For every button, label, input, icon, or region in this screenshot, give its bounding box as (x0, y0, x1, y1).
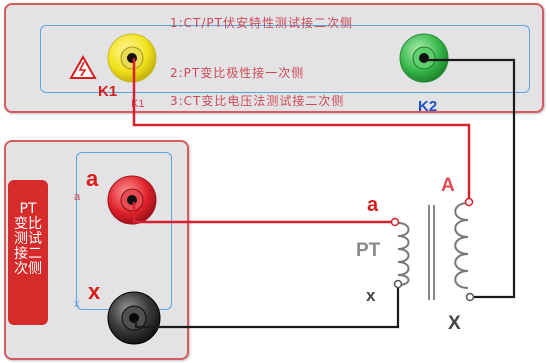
top-terminal-panel (4, 3, 544, 113)
terminal-a-label: a (86, 166, 99, 191)
terminal-x-label: x (88, 279, 101, 304)
transformer-pt-label: PT (356, 240, 381, 261)
instruction-line-3: 3:CT变比电压法测试接二次侧 (170, 94, 345, 108)
top-panel-frame (40, 25, 530, 93)
transformer-symbol (390, 197, 475, 302)
wire-a-to-sec-a (132, 202, 393, 224)
terminal-a-red[interactable] (107, 175, 157, 225)
terminal-k2-green[interactable] (399, 33, 449, 83)
terminal-a-sub-label: a (74, 191, 81, 203)
instruction-line-1: 1:CT/PT伏安特性测试接二次侧 (170, 16, 353, 30)
wire-x-to-sec-x (134, 287, 400, 329)
k1-label: K1 (98, 83, 118, 100)
warning-icon (69, 54, 97, 79)
terminal-x-sub-label: x (74, 298, 80, 310)
transformer-sec-a-label: a (367, 194, 379, 216)
terminal-k1-yellow[interactable] (107, 33, 157, 83)
transformer-sec-x-label: x (366, 286, 376, 305)
transformer-pri-X-label: X (448, 313, 461, 334)
wire-k1-to-A (132, 58, 471, 198)
wire-k2-to-X (426, 58, 516, 299)
k2-label: K2 (418, 98, 438, 115)
terminal-x-black[interactable] (107, 291, 161, 345)
instruction-line-2: 2:PT变比极性接一次侧 (170, 66, 305, 80)
transformer-pri-A-label: A (441, 175, 455, 196)
